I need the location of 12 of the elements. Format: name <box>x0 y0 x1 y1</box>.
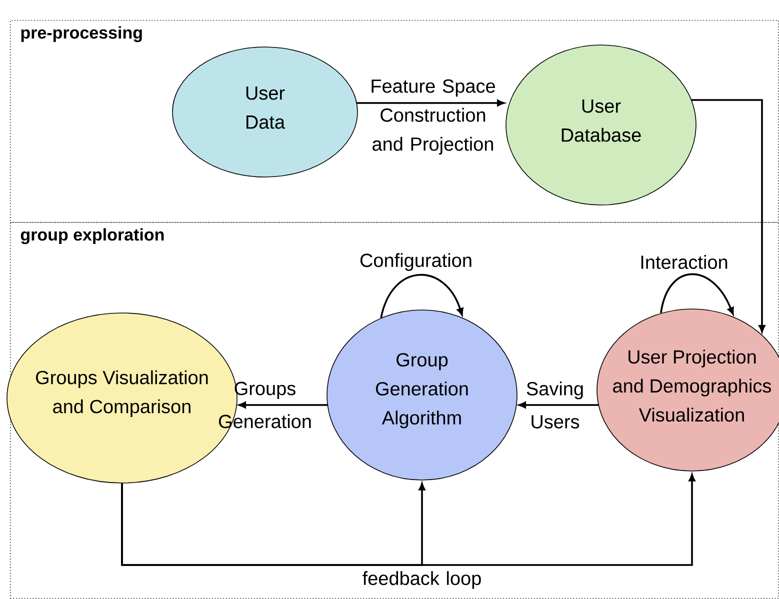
arrow <box>691 99 766 332</box>
edge-label: Interaction <box>641 255 728 269</box>
loop-arrow <box>660 273 734 315</box>
arrow <box>357 100 504 106</box>
edge-label: Saving Users <box>526 382 583 428</box>
arrow <box>121 474 696 566</box>
loop-arrow <box>380 274 464 318</box>
edge-label: feedback loop <box>362 571 481 589</box>
edge-label: Configuration <box>360 253 472 271</box>
arrow <box>518 402 599 408</box>
edge-label: Feature Space Construction and Projection <box>372 79 495 155</box>
arrow <box>238 402 328 408</box>
